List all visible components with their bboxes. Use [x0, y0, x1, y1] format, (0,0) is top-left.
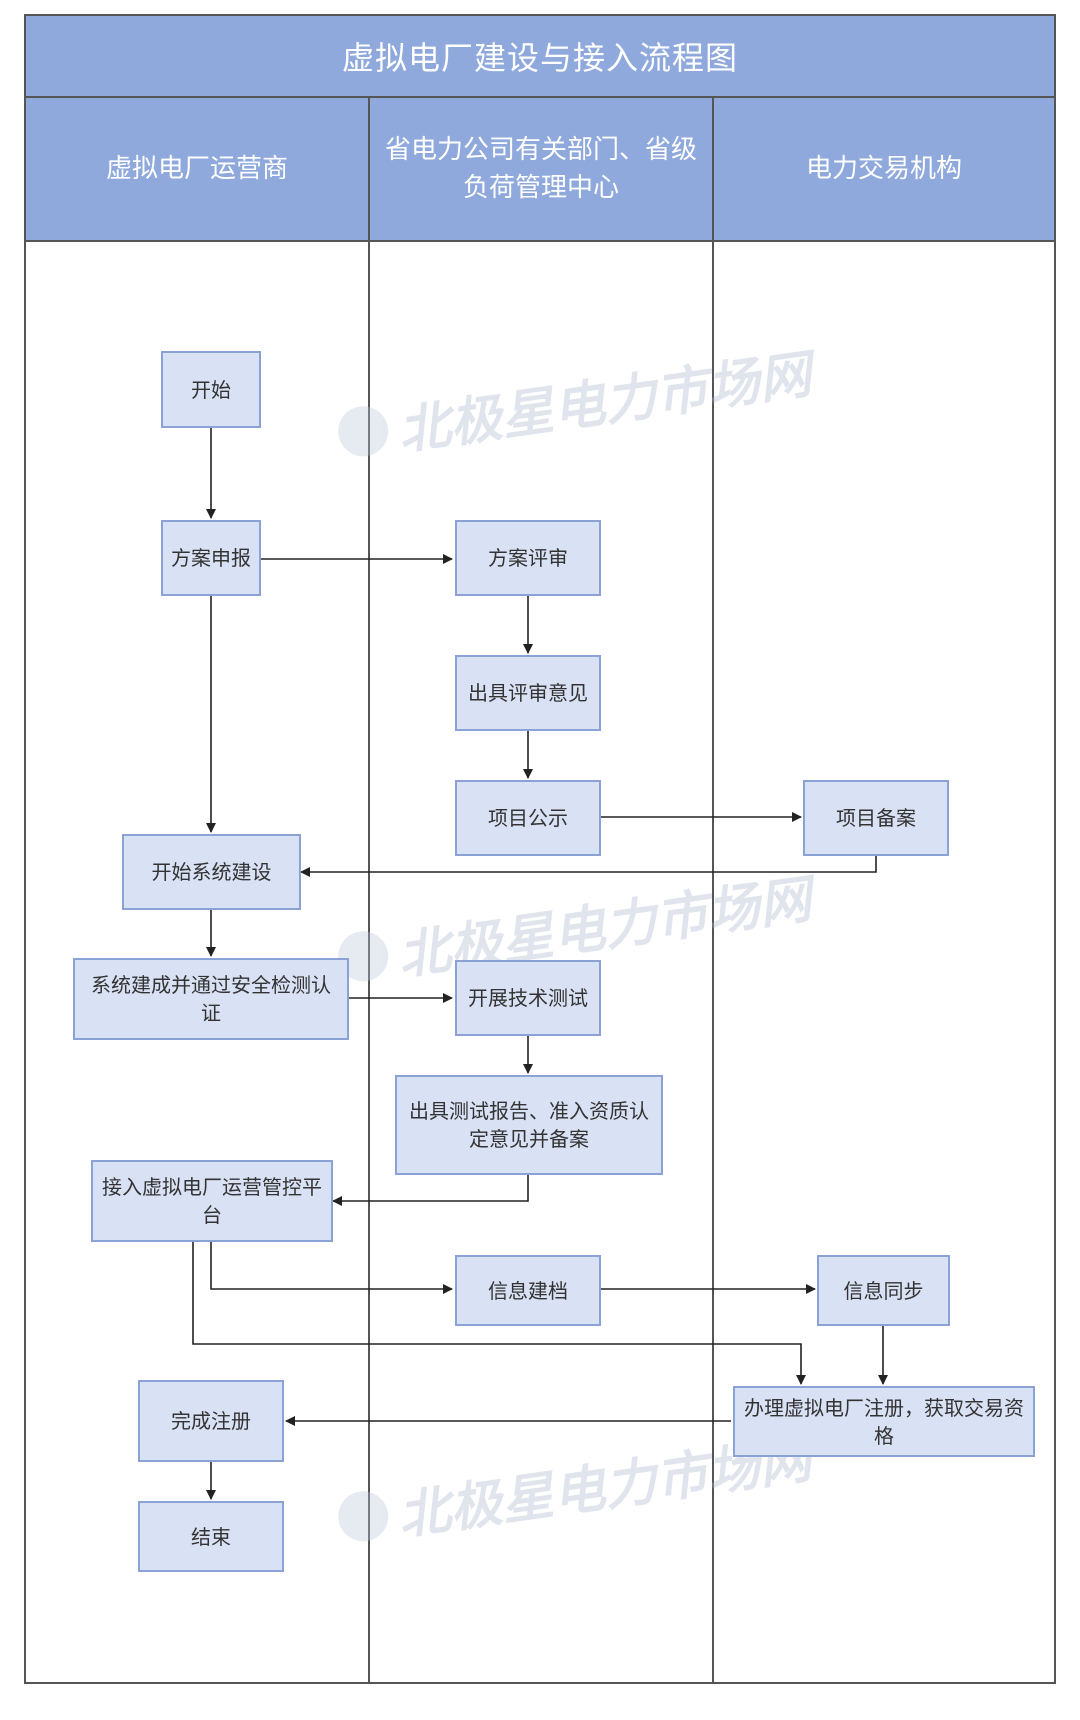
- node-register: 办理虚拟电厂注册，获取交易资格: [733, 1386, 1035, 1457]
- node-test-report: 出具测试报告、准入资质认定意见并备案: [395, 1075, 663, 1175]
- node-info-sync: 信息同步: [817, 1255, 950, 1326]
- node-review-opinion: 出具评审意见: [455, 655, 601, 731]
- node-info-archive: 信息建档: [455, 1255, 601, 1326]
- node-plan-review: 方案评审: [455, 520, 601, 596]
- node-connect-platform: 接入虚拟电厂运营管控平台: [91, 1160, 333, 1242]
- node-project-publicity: 项目公示: [455, 780, 601, 856]
- node-start: 开始: [161, 351, 261, 428]
- node-complete-register: 完成注册: [138, 1380, 284, 1462]
- node-build-done: 系统建成并通过安全检测认证: [73, 958, 349, 1040]
- arrow-filing-to-build: [300, 856, 877, 877]
- node-project-filing: 项目备案: [803, 780, 949, 856]
- node-start-build: 开始系统建设: [122, 834, 301, 910]
- lane-header-trading-center: 电力交易机构: [712, 96, 1056, 242]
- lane-header-power-company: 省电力公司有关部门、省级负荷管理中心: [368, 96, 714, 242]
- node-plan-submit: 方案申报: [161, 520, 261, 596]
- node-tech-test: 开展技术测试: [455, 960, 601, 1036]
- lane-header-operator: 虚拟电厂运营商: [24, 96, 370, 242]
- lane-divider: [712, 240, 714, 1684]
- lane-divider: [368, 240, 370, 1684]
- arrow-connect-to-register: [192, 1242, 806, 1385]
- arrow-connect-to-archive: [210, 1242, 453, 1294]
- arrow-report-to-connect: [332, 1175, 529, 1206]
- node-end: 结束: [138, 1501, 284, 1572]
